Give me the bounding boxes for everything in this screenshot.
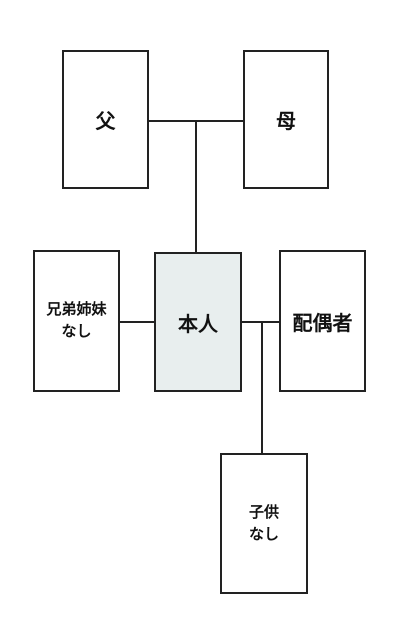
children-label: 子供 bbox=[248, 502, 279, 521]
spouse-box: 配偶者 bbox=[279, 250, 366, 392]
children-status: なし bbox=[248, 524, 279, 543]
mother-label: 母 bbox=[276, 109, 296, 133]
sibling-connector-line bbox=[120, 321, 154, 323]
father-label: 父 bbox=[95, 109, 116, 133]
spouse-label: 配偶者 bbox=[292, 310, 353, 335]
self-label: 本人 bbox=[178, 311, 218, 336]
father-box: 父 bbox=[62, 50, 149, 189]
siblings-box: 兄弟姉妹 なし bbox=[33, 250, 120, 392]
mother-box: 母 bbox=[243, 50, 329, 189]
children-text: 子供 なし bbox=[249, 502, 279, 546]
child-connector-line bbox=[261, 321, 263, 453]
siblings-text: 兄弟姉妹 なし bbox=[46, 299, 106, 343]
children-box: 子供 なし bbox=[220, 453, 308, 594]
siblings-status: なし bbox=[61, 322, 92, 340]
self-box: 本人 bbox=[154, 252, 242, 392]
spouse-connector-line bbox=[242, 321, 279, 323]
siblings-label: 兄弟姉妹 bbox=[46, 300, 107, 319]
parents-to-self-line bbox=[195, 120, 197, 252]
